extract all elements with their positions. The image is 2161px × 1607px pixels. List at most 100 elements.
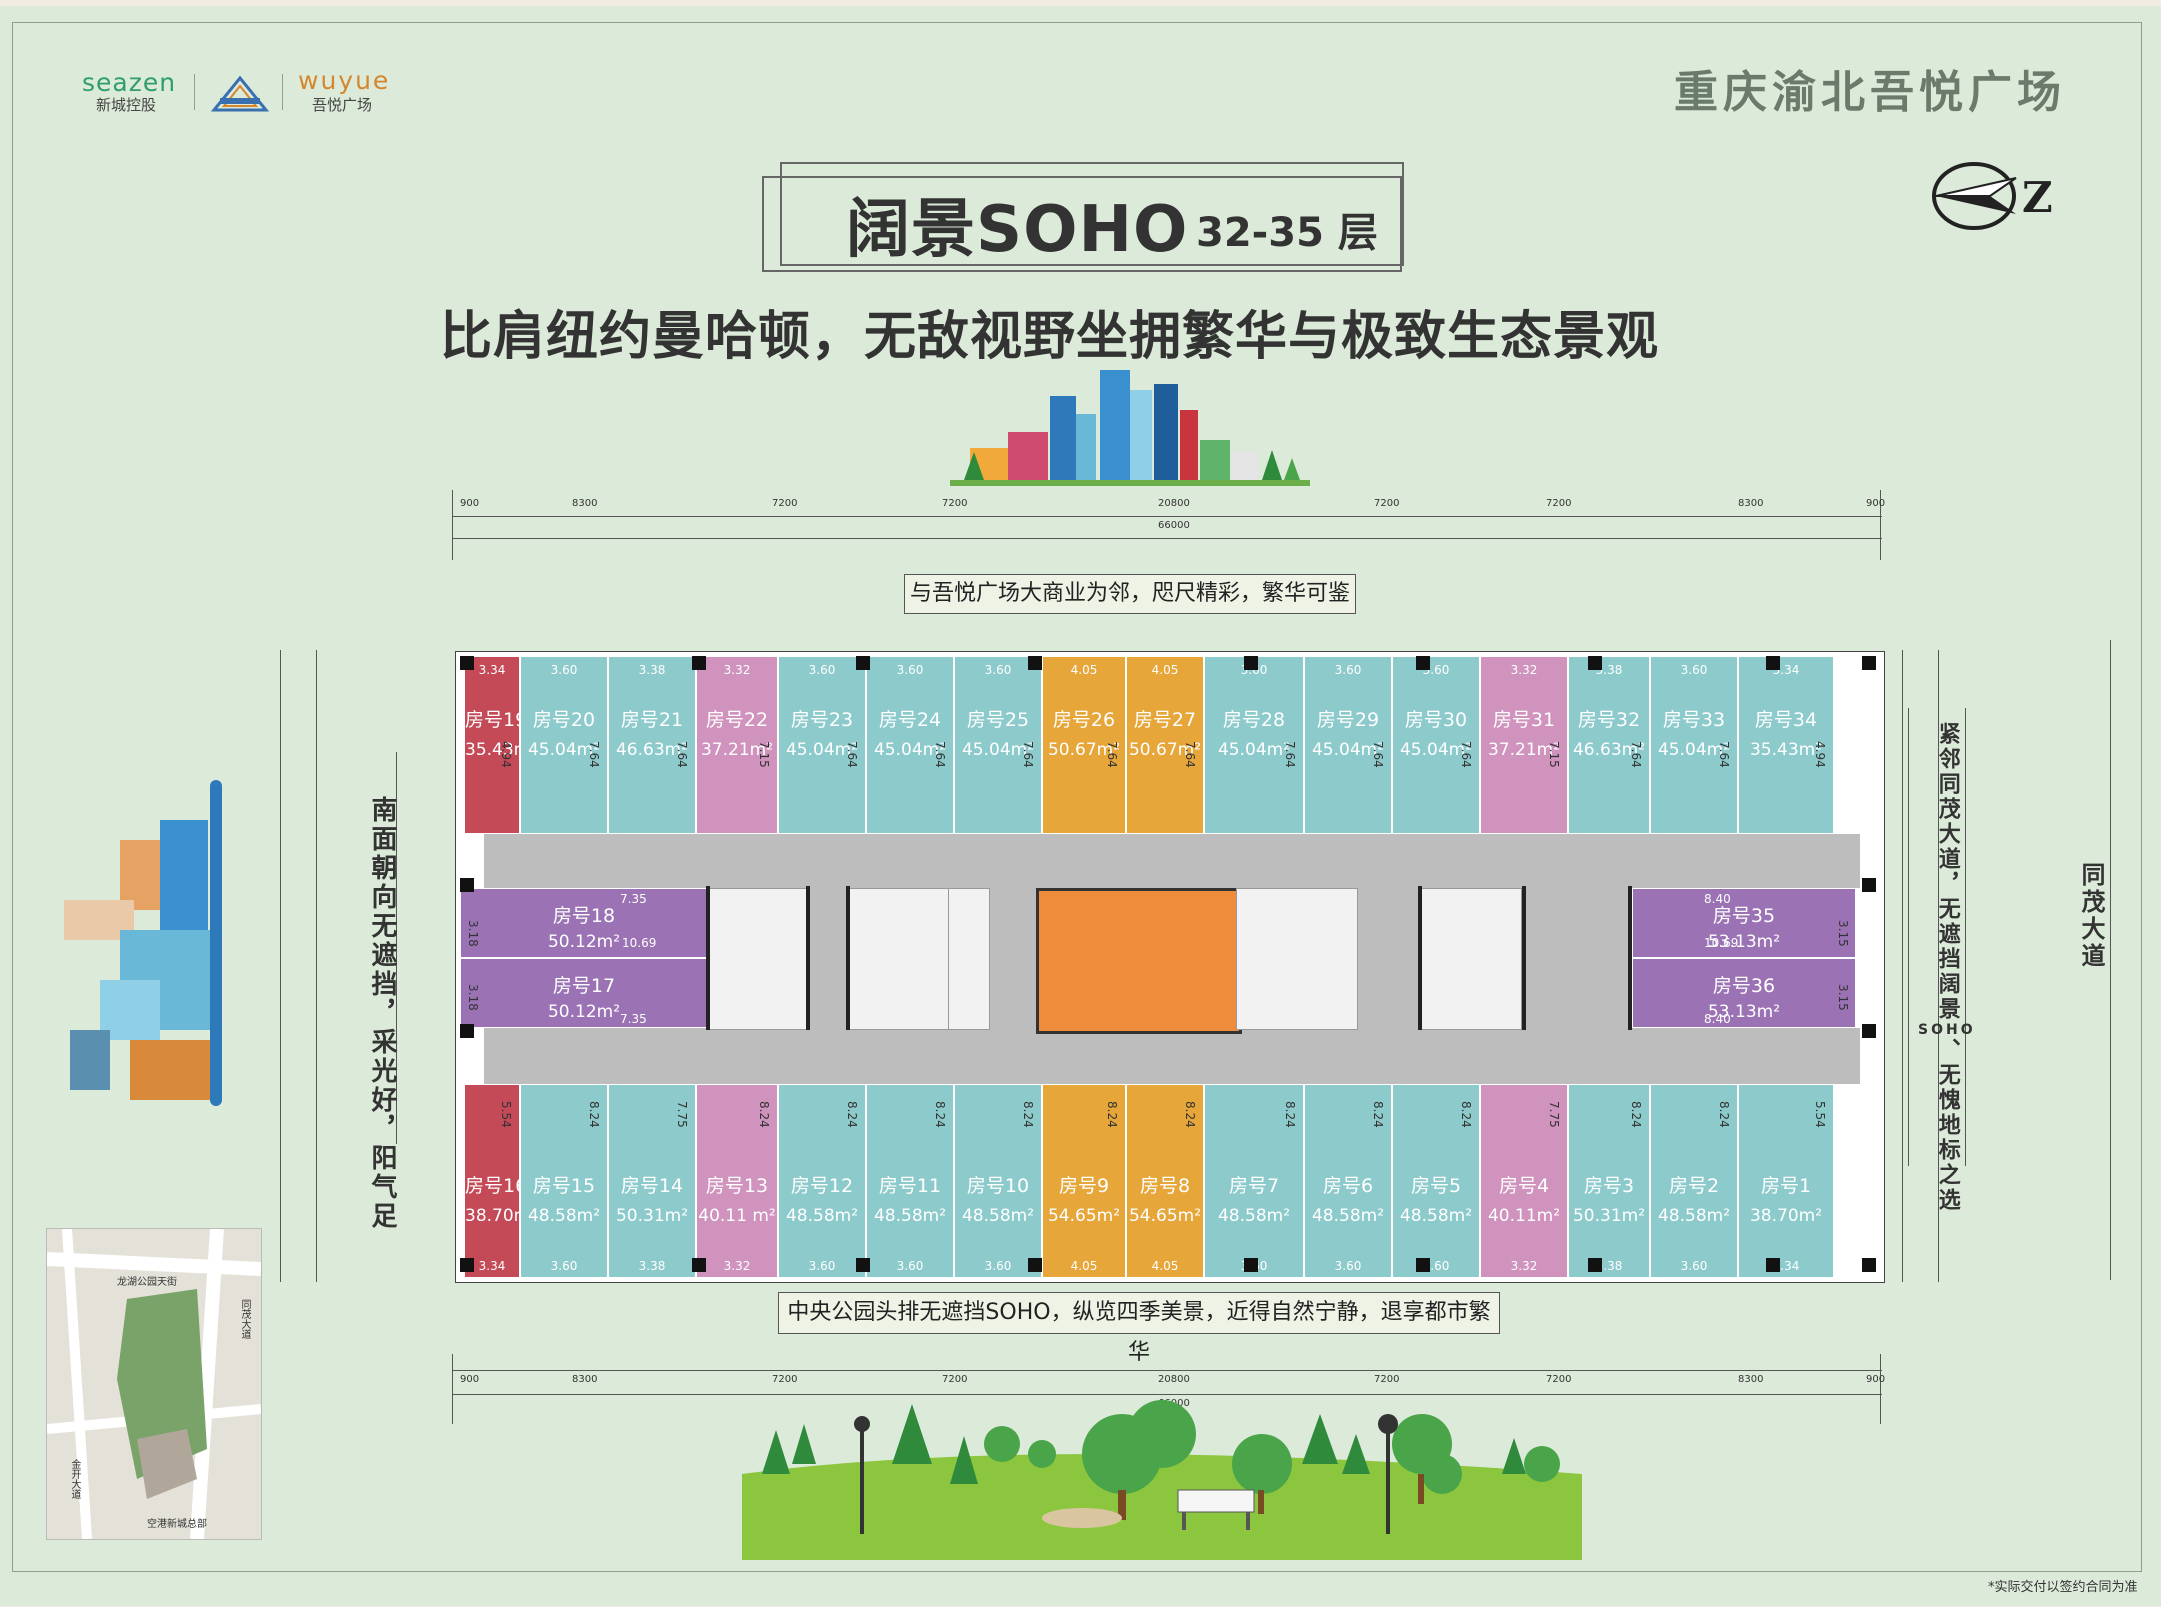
room-width-label: 3.60 (896, 1259, 924, 1273)
room-width-label: 4.05 (1151, 1259, 1179, 1273)
room-area: 45.04m² (527, 740, 601, 760)
room-area: 48.58m² (527, 1206, 601, 1226)
room-27[interactable]: 房号27 50.67m² 4.05 7.64 (1126, 656, 1204, 834)
title-frame (780, 162, 1404, 266)
room-width-label: 3.34 (478, 663, 506, 677)
page-title: 阔景SOHO (846, 193, 1189, 267)
room-area: 50.31m² (615, 1206, 689, 1226)
room-area: 54.65m² (1047, 1206, 1121, 1226)
room-depth-label: 8.24 (1021, 1101, 1035, 1128)
room-number: 房号19 (465, 709, 528, 731)
room-area: 48.58m² (873, 1206, 947, 1226)
room-number: 房号34 (1754, 709, 1818, 731)
city-skyline-illustration (950, 370, 1310, 486)
room-36[interactable]: 房号36 53.13m² (1632, 958, 1856, 1028)
room-width-label: 3.60 (984, 1259, 1012, 1273)
room-area: 48.58m² (1311, 1206, 1385, 1226)
compass-letter: Z (2022, 173, 2053, 222)
project-title: 重庆渝北吾悦广场 (1674, 67, 2066, 118)
room-width-label: 3.60 (550, 663, 578, 677)
room-width-label: 3.38 (1595, 663, 1623, 677)
room-depth-label: 7.75 (1547, 1101, 1561, 1128)
left-skyline-illustration (64, 780, 222, 1106)
room-width-label: 3.60 (896, 663, 924, 677)
room-depth-label: 7.64 (1183, 741, 1197, 768)
room-width-label: 3.60 (984, 663, 1012, 677)
room-number: 房号13 (705, 1175, 769, 1197)
room-number: 房号5 (1410, 1175, 1462, 1197)
room-width-label: 4.05 (1151, 663, 1179, 677)
room-depth-label: 7.64 (1629, 741, 1643, 768)
room-17[interactable]: 房号17 50.12m² (460, 958, 708, 1028)
seazen-logo: seazen (82, 68, 177, 97)
room-number: 房号33 (1662, 709, 1726, 731)
floor-range: 32-35 层 (1196, 210, 1378, 256)
wuyue-logo: wuyue (298, 66, 391, 95)
room-area: 50.31m² (1572, 1206, 1646, 1226)
room-width-label: 3.32 (723, 663, 751, 677)
room-number: 房号27 (1133, 709, 1197, 731)
left-dimension-line (266, 650, 332, 1282)
room-area: 48.58m² (785, 1206, 859, 1226)
note-top: 与吾悦广场大商业为邻，咫尺精彩，繁华可鉴 (904, 574, 1356, 614)
room-number: 房号6 (1322, 1175, 1374, 1197)
room-number: 房号4 (1498, 1175, 1550, 1197)
room-area: 45.04m² (785, 740, 859, 760)
room-depth-label: 8.24 (1371, 1101, 1385, 1128)
room-15[interactable]: 房号15 48.58m² 3.60 8.24 (520, 1084, 608, 1278)
room-number: 房号2 (1668, 1175, 1720, 1197)
room-area: 45.04m² (961, 740, 1035, 760)
room-area: 45.04m² (873, 740, 947, 760)
room-width-label: 3.60 (550, 1259, 578, 1273)
room-depth-label: 7.64 (1283, 741, 1297, 768)
room-number: 房号15 (532, 1175, 596, 1197)
room-number: 房号8 (1139, 1175, 1191, 1197)
room-35[interactable]: 房号35 53.13m² (1632, 888, 1856, 958)
room-area: 45.04m² (1657, 740, 1731, 760)
room-area: 45.04m² (1399, 740, 1473, 760)
room-width-label: 3.60 (808, 1259, 836, 1273)
room-depth-label: 8.24 (587, 1101, 601, 1128)
room-18[interactable]: 房号18 50.12m² (460, 888, 708, 958)
room-area: 50.67m² (1128, 740, 1202, 760)
room-number: 房号24 (878, 709, 942, 731)
room-width-label: 3.60 (1422, 663, 1450, 677)
room-depth-label: 7.15 (757, 741, 771, 768)
room-depth-label: 7.64 (1105, 741, 1119, 768)
room-number: 房号3 (1583, 1175, 1635, 1197)
room-depth-label: 7.64 (675, 741, 689, 768)
room-area: 48.58m² (1399, 1206, 1473, 1226)
room-depth-label: 8.24 (845, 1101, 859, 1128)
room-area: 46.63m² (1572, 740, 1646, 760)
